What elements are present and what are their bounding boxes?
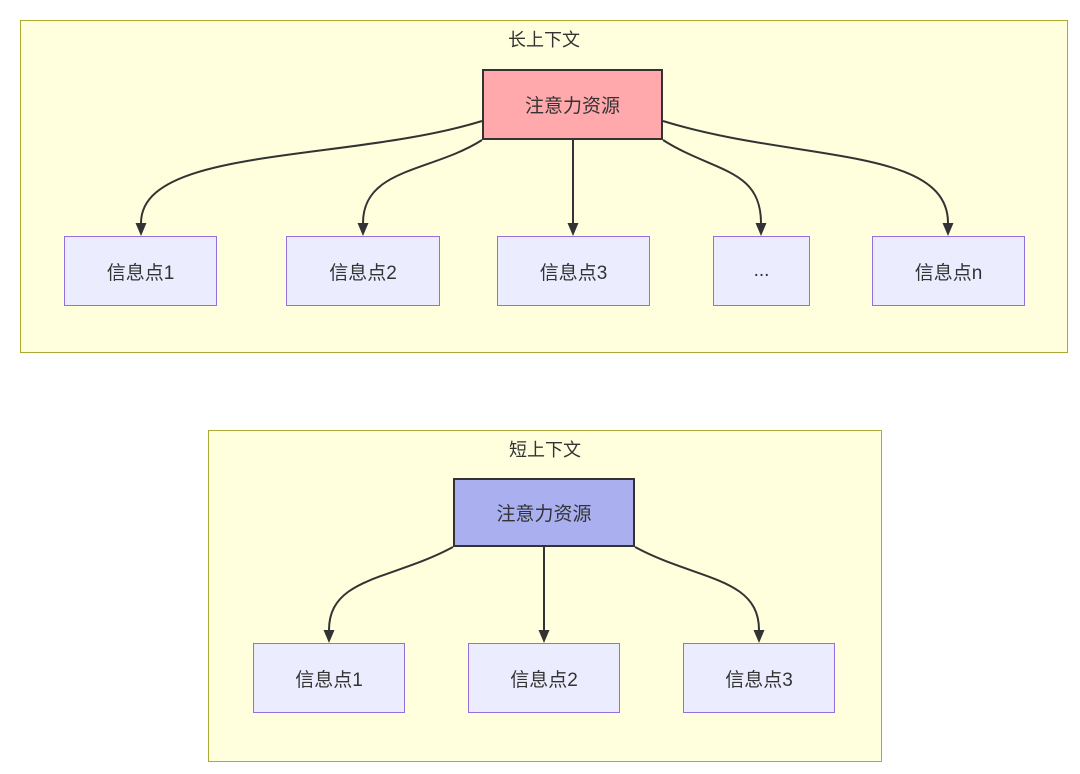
node-short-attention-label: 注意力资源 [496,504,592,525]
node-short-info-2-label: 信息点2 [510,669,578,691]
node-short-info-point-3: 信息点3 [683,643,835,713]
cluster-long-title: 长上下文 [508,30,580,50]
node-short-info-point-1: 信息点1 [253,643,405,713]
node-long-info-point-n: 信息点n [872,236,1025,306]
node-short-info-point-2: 信息点2 [468,643,620,713]
cluster-short-title: 短上下文 [509,440,581,460]
node-short-info-3-label: 信息点3 [725,669,793,691]
node-long-info-2-label: 信息点2 [329,262,397,284]
node-long-attention-label: 注意力资源 [524,96,620,117]
node-long-info-n-label: 信息点n [914,262,983,284]
node-short-attention-resource: 注意力资源 [453,478,635,547]
node-long-info-point-2: 信息点2 [286,236,440,306]
node-long-info-dots-label: ... [753,260,770,281]
node-long-info-point-1: 信息点1 [64,236,217,306]
node-long-attention-resource: 注意力资源 [482,69,663,140]
node-short-info-1-label: 信息点1 [295,669,363,691]
node-long-info-3-label: 信息点3 [539,262,608,284]
node-long-info-point-3: 信息点3 [497,236,650,306]
node-long-info-1-label: 信息点1 [106,262,175,284]
node-long-info-point-dots: ... [713,236,810,306]
